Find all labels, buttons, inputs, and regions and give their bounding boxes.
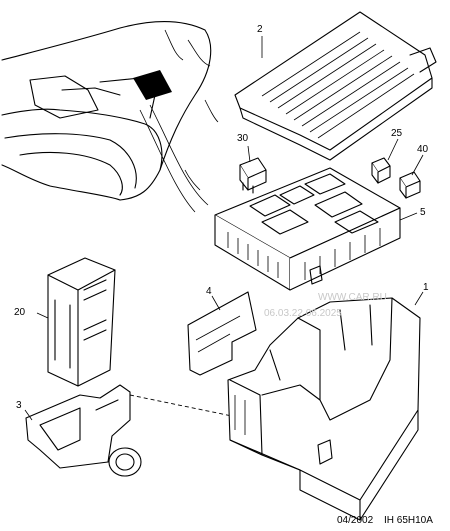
callout-1: 1 [423, 282, 429, 293]
callout-2: 2 [257, 24, 263, 35]
part-20-cover [47, 257, 116, 387]
callout-4: 4 [206, 286, 212, 297]
watermark-site: WWW.CAR.RU [318, 292, 387, 303]
part-4-plate [187, 291, 257, 376]
part-5-fusebox [214, 167, 401, 291]
callout-30: 30 [237, 133, 249, 144]
part-1-housing [227, 297, 421, 521]
footer-code: IH 65H10A [384, 515, 433, 526]
callout-25: 25 [391, 128, 403, 139]
leader-lines [24, 36, 424, 421]
part-25-fuse [371, 157, 391, 184]
callout-5: 5 [420, 207, 426, 218]
watermark-phone: 06.03.22 06.2025 [264, 308, 342, 319]
callout-40: 40 [417, 144, 429, 155]
part-3-bracket [25, 384, 301, 477]
part-30-fuse [239, 157, 267, 194]
part-2-lid [234, 11, 437, 161]
vehicle-location-inset [1, 20, 219, 213]
footer-date: 04/2002 [337, 515, 374, 526]
part-40-fuse [399, 171, 421, 199]
callout-3: 3 [16, 400, 22, 411]
callout-20: 20 [14, 307, 26, 318]
